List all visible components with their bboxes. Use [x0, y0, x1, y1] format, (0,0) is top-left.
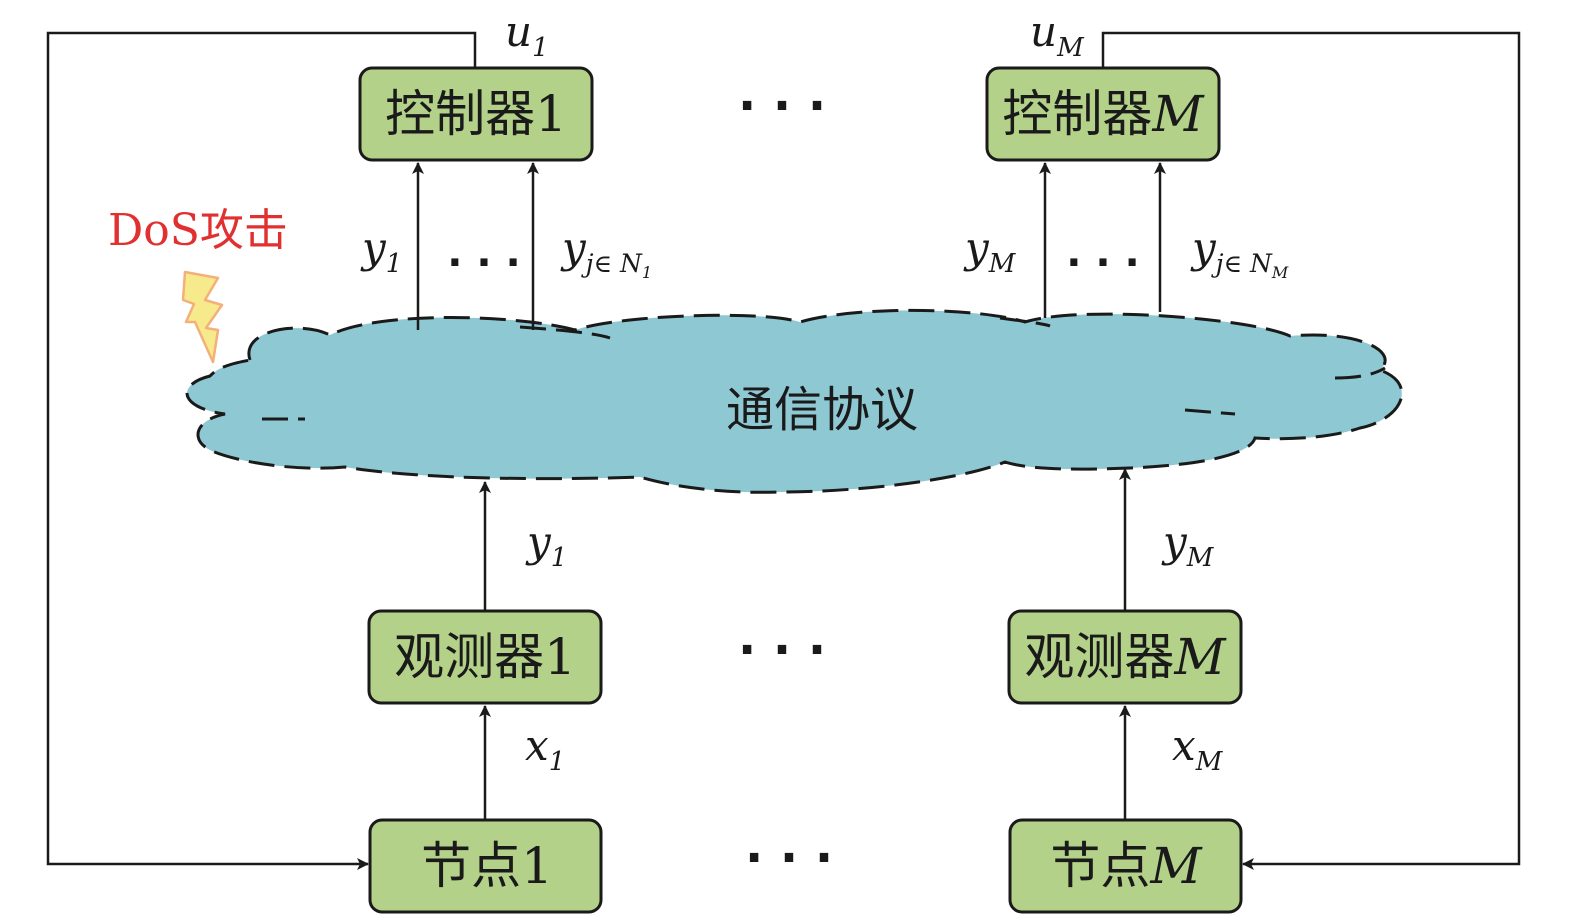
observer-m-box: 观测器M: [1007, 609, 1243, 705]
signal-x1: x1: [525, 721, 565, 777]
controllers-ellipsis: · · ·: [738, 78, 826, 134]
node-m-box: 节点M: [1008, 818, 1243, 914]
lightning-icon: [181, 270, 224, 364]
control-output-uM: uM: [1030, 7, 1085, 63]
signal-y1-lower: y1: [525, 517, 567, 573]
control-output-u1: u1: [505, 7, 549, 63]
node-m-label: 节点M: [1050, 837, 1203, 895]
controller-m-label: 控制器M: [1002, 85, 1205, 143]
node-1-box: 节点1: [368, 818, 603, 914]
node-1-label: 节点1: [421, 837, 553, 895]
feedback-loop-right: [1101, 31, 1521, 870]
signal-yjN1: yj∈ N1: [560, 223, 652, 282]
observer-m-label: 观测器M: [1024, 628, 1227, 686]
signal-yM-upper: yM: [963, 223, 1017, 279]
feedback-loop-left: [46, 31, 477, 870]
controller-1-box: 控制器1: [358, 66, 594, 162]
signal-yjNM: yj∈ NM: [1190, 223, 1289, 282]
network-label: 通信协议: [726, 382, 918, 438]
observers-ellipsis: · · ·: [738, 622, 826, 678]
signal-yM-lower: yM: [1161, 517, 1215, 573]
controller-m-box: 控制器M: [985, 66, 1221, 162]
communication-protocol-cloud: 通信协议: [185, 308, 1404, 494]
signal-y1-upper: y1: [360, 223, 402, 279]
controller-1-label: 控制器1: [385, 85, 567, 143]
observer-1-label: 观测器1: [394, 628, 576, 686]
dos-attack-label: DoS攻击: [108, 205, 288, 256]
upper-right-ellipsis: · · ·: [1066, 240, 1139, 286]
observer-1-box: 观测器1: [367, 609, 603, 705]
nodes-ellipsis: · · ·: [745, 830, 833, 886]
upper-left-ellipsis: · · ·: [447, 240, 520, 286]
signal-xM: xM: [1172, 721, 1224, 777]
